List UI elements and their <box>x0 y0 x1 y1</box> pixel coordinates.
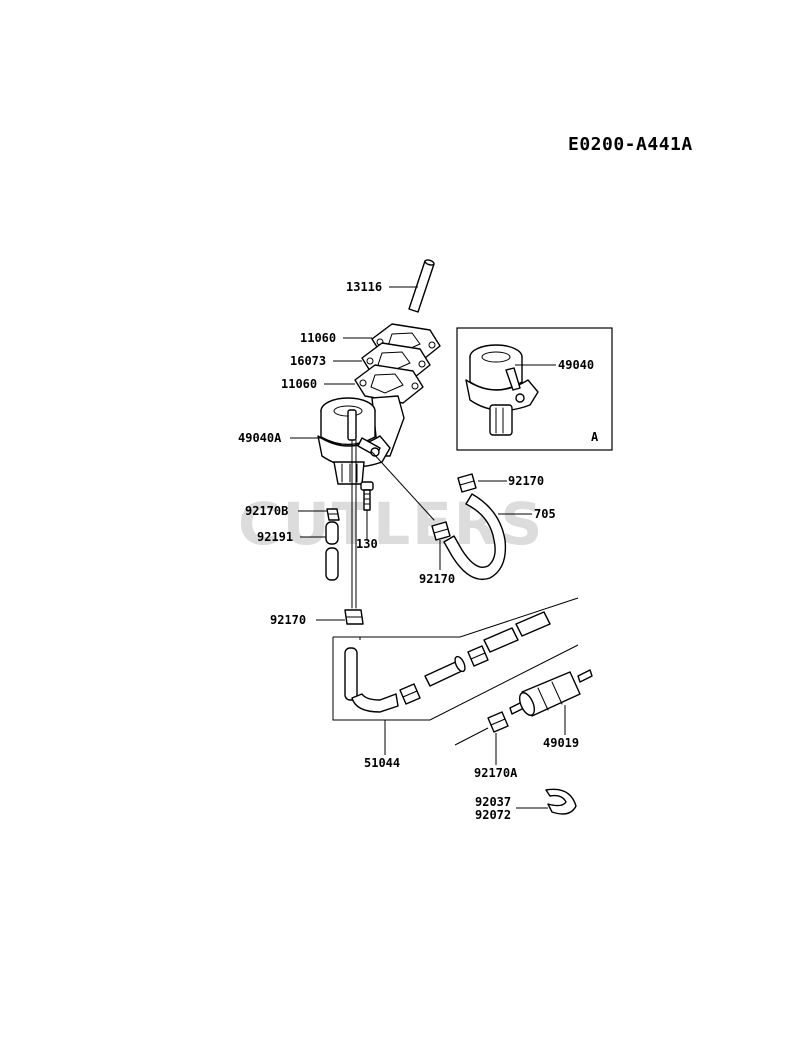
part-hose-short-in-assembly <box>483 611 551 653</box>
part-bolt-130 <box>360 481 374 511</box>
part-fuel-filter-49019 <box>509 669 593 717</box>
callout-49019: 49019 <box>543 736 579 750</box>
callout-92170B: 92170B <box>245 504 288 518</box>
callout-16073: 16073 <box>290 354 326 368</box>
diagram-code: E0200-A441A <box>568 134 693 155</box>
part-hose-705 <box>443 493 507 580</box>
callout-92037: 92037 <box>475 795 511 809</box>
inset-label: A <box>591 430 599 444</box>
part-fuel-pump-49040A <box>317 395 405 485</box>
callout-49040: 49040 <box>558 358 594 372</box>
callout-92170-left: 92170 <box>270 613 306 627</box>
callout-92170A: 92170A <box>474 766 518 780</box>
callout-92191: 92191 <box>257 530 293 544</box>
part-gasket-11060-bottom <box>354 364 424 404</box>
part-clamp-92170B <box>326 508 340 521</box>
part-hose-92191 <box>325 521 339 581</box>
part-fitting-in-assembly <box>424 655 466 687</box>
callout-130: 130 <box>356 537 378 551</box>
part-hose-51044 <box>344 647 399 713</box>
part-rod-13116 <box>408 259 435 313</box>
hose-assembly-51044-bracket <box>332 597 579 721</box>
callout-92072: 92072 <box>475 808 511 822</box>
part-clamp-92170A <box>487 711 509 733</box>
callout-13116: 13116 <box>346 280 382 294</box>
callout-49040A: 49040A <box>238 431 282 445</box>
part-band-clamp-92037 <box>545 788 577 815</box>
part-clamp-92170-upper-right <box>457 473 477 493</box>
part-clamp-92170-mid <box>431 521 451 541</box>
callout-92170-mid: 92170 <box>419 572 455 586</box>
part-clamp-in-assembly-1 <box>399 683 421 705</box>
part-clamp-92170-left <box>344 609 364 625</box>
callout-92170-upper-right: 92170 <box>508 474 544 488</box>
callout-11060-bottom: 11060 <box>281 377 317 391</box>
inset-box: 49040 A <box>456 327 613 451</box>
fuel-pump-inset-drawing <box>465 344 539 436</box>
callout-705: 705 <box>534 507 556 521</box>
callout-11060-top: 11060 <box>300 331 336 345</box>
part-clamp-in-assembly-2 <box>467 645 489 667</box>
callout-51044: 51044 <box>364 756 400 770</box>
